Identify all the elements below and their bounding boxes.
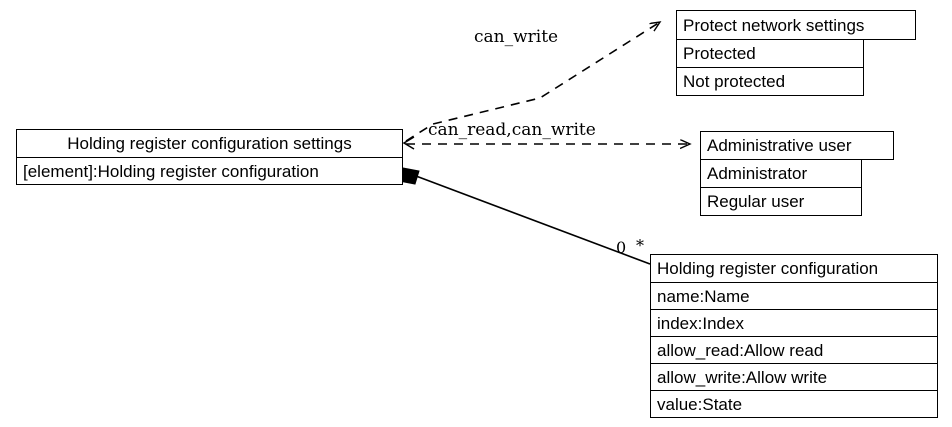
class-attribute-row[interactable]: [element]:Holding register configuration xyxy=(16,157,403,185)
class-attribute-row[interactable]: allow_read:Allow read xyxy=(650,336,938,364)
edge-composition xyxy=(398,167,651,265)
class-attribute-row[interactable]: Regular user xyxy=(700,187,862,216)
edge-label-multiplicity-left: 0 xyxy=(616,238,627,257)
class-attribute-row[interactable]: Not protected xyxy=(676,67,864,96)
edge-label-can-read-can-write: can_read,can_write xyxy=(428,120,596,140)
class-attribute-row[interactable]: value:State xyxy=(650,390,938,418)
class-title[interactable]: Holding register configuration xyxy=(650,254,938,283)
class-attribute-row[interactable]: name:Name xyxy=(650,282,938,310)
edge-label-can-write: can_write xyxy=(474,27,559,47)
edge-origin-arrowhead xyxy=(402,136,415,150)
class-administrative-user: Administrative user Administrator Regula… xyxy=(700,131,894,216)
class-title[interactable]: Holding register configuration settings xyxy=(16,129,403,158)
class-title[interactable]: Administrative user xyxy=(700,131,894,160)
class-attribute-row[interactable]: allow_write:Allow write xyxy=(650,363,938,391)
edge-label-multiplicity-right: * xyxy=(636,236,644,255)
class-attribute-row[interactable]: index:Index xyxy=(650,309,938,337)
class-attribute-row[interactable]: Administrator xyxy=(700,159,862,188)
class-title[interactable]: Protect network settings xyxy=(676,10,916,40)
class-attribute-row[interactable]: Protected xyxy=(676,39,864,68)
class-holding-register-configuration: Holding register configuration name:Name… xyxy=(650,254,938,418)
class-holding-register-configuration-settings: Holding register configuration settings … xyxy=(16,129,403,185)
class-protect-network-settings: Protect network settings Protected Not p… xyxy=(676,10,916,96)
